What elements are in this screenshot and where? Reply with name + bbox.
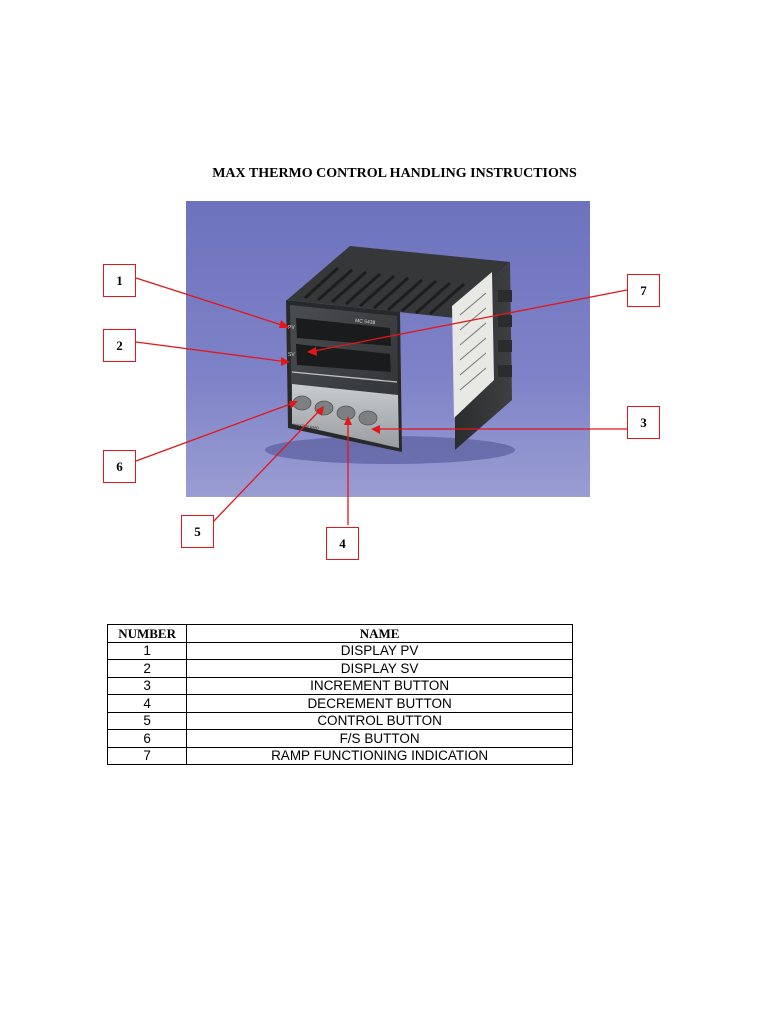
table-row: 4 DECREMENT BUTTON (106, 694, 573, 713)
callout-2: 2 (103, 329, 136, 362)
row-number: 7 (106, 746, 188, 765)
pv-indicator-label: PV (288, 325, 295, 331)
row-number: 2 (106, 659, 188, 678)
sv-indicator-label: SV (288, 352, 295, 358)
table-row: 6 F/S BUTTON (106, 729, 573, 748)
brand-label: MAXTHERMO (293, 422, 319, 431)
row-name: DECREMENT BUTTON (186, 694, 573, 713)
header-name: NAME (186, 624, 573, 643)
page-title: MAX THERMO CONTROL HANDLING INSTRUCTIONS (212, 166, 577, 181)
sv-display-window (296, 344, 391, 372)
controller-figure: MC 5438 PV SV MAXTHERMO (135, 201, 628, 525)
callout-7: 7 (627, 274, 660, 307)
pv-display-window (296, 318, 391, 346)
row-number: 6 (106, 729, 188, 748)
decrement-key (336, 405, 356, 421)
row-name: F/S BUTTON (186, 729, 573, 748)
row-name: DISPLAY SV (186, 659, 573, 678)
row-name: INCREMENT BUTTON (186, 676, 573, 695)
controller-photo: MC 5438 PV SV MAXTHERMO (135, 201, 628, 525)
table-header-row: NUMBER NAME (106, 624, 573, 643)
table-row: 7 RAMP FUNCTIONING INDICATION (106, 746, 573, 765)
row-name: DISPLAY PV (186, 641, 573, 660)
table-row: 5 CONTROL BUTTON (106, 711, 573, 730)
callout-3: 3 (627, 406, 660, 439)
legend-table: NUMBER NAME 1 DISPLAY PV 2 DISPLAY SV 3 … (106, 624, 573, 765)
row-name: CONTROL BUTTON (186, 711, 573, 730)
callout-5: 5 (181, 515, 214, 548)
row-number: 1 (106, 641, 188, 660)
callout-4: 4 (326, 527, 359, 560)
header-number: NUMBER (106, 624, 188, 643)
row-number: 4 (106, 694, 188, 713)
table-row: 3 INCREMENT BUTTON (106, 676, 573, 695)
row-number: 3 (106, 676, 188, 695)
table-row: 1 DISPLAY PV (106, 641, 573, 660)
callout-6: 6 (103, 450, 136, 483)
row-name: RAMP FUNCTIONING INDICATION (186, 746, 573, 765)
table-row: 2 DISPLAY SV (106, 659, 573, 678)
increment-key (358, 410, 378, 426)
product-label (452, 272, 494, 418)
row-number: 5 (106, 711, 188, 730)
housing-top (287, 246, 510, 318)
model-label: MC 5438 (355, 318, 376, 326)
callout-1: 1 (103, 264, 136, 297)
